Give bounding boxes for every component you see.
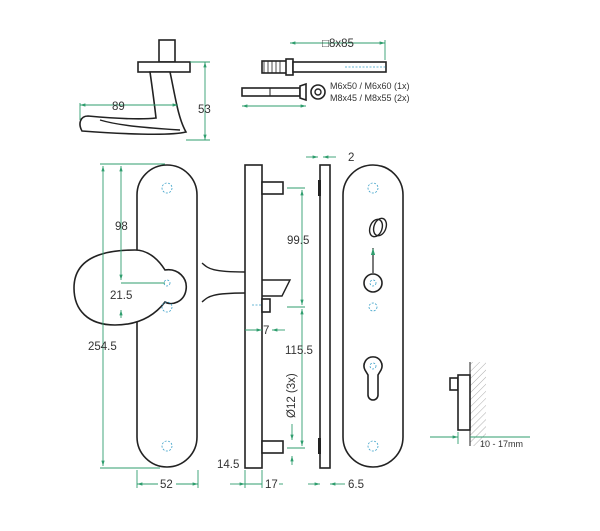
dimension-plate-width: 52 [136,470,199,491]
dim-label-bottom-offset: 14.5 [217,459,239,471]
door-thickness-detail: 10 - 17mm [430,362,530,449]
dim-label-pin-diameter: Ø12 (3x) [286,373,298,418]
dimension-handle-length: 89 [79,101,178,120]
dim-label-handle-length: 89 [112,101,125,113]
dim-label-pin-length: 7 [263,325,269,337]
dim-label-back-plate-depth: 6.5 [348,479,364,491]
front-plate-with-knob [73,164,198,468]
screws-part: M6x50 / M6x60 (1x) M8x45 / M8x55 (2x) [241,81,410,108]
dimension-side-depth: 14.5 17 [217,459,283,491]
dim-label-plate-width: 52 [160,479,173,491]
dim-label-pin-spacing-top: 99.5 [287,235,309,247]
screws-label-2: M8x45 / M8x55 (2x) [330,93,410,103]
dimension-pin-length: 7 [245,325,285,337]
dimension-back-plate: 2 6.5 [306,152,364,491]
dim-label-knob-offset: 98 [115,221,128,233]
dim-label-knob-gap: 21.5 [110,290,132,302]
dimension-pin-spacing: 99.5 115.5 Ø12 (3x) [285,187,313,465]
dimension-handle-height: 53 [186,61,211,141]
lever-handle-view [79,39,191,136]
screws-label-1: M6x50 / M6x60 (1x) [330,81,410,91]
dim-label-handle-height: 53 [198,104,211,116]
dim-label-back-plate: 2 [348,152,354,164]
dim-label-plate-height: 254.5 [88,341,117,353]
side-view [201,164,331,469]
dimension-plate-height: 254.5 [88,163,165,469]
spindle-part: □8x85 [261,38,387,76]
dimension-knob-offset: 98 21.5 [110,166,165,318]
dim-label-spindle: □8x85 [322,38,354,50]
dim-label-pin-spacing-bottom: 115.5 [285,345,313,357]
dim-label-door-thickness: 10 - 17mm [480,439,523,449]
rear-plate [342,164,404,468]
dim-label-side-depth: 17 [265,479,278,491]
